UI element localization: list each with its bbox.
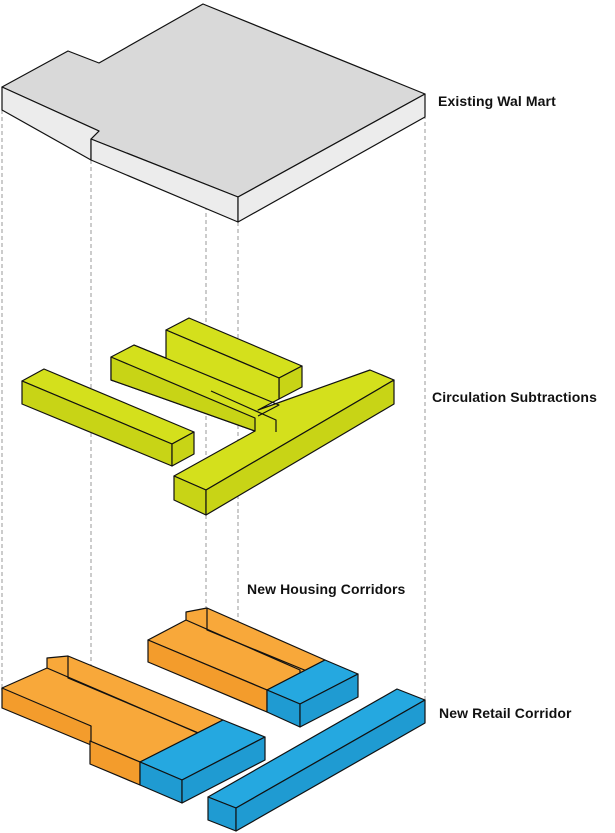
- housing-retail-blocks: [1, 607, 426, 832]
- label-circulation-subtractions: Circulation Subtractions: [432, 389, 597, 405]
- circ-t-block-left: [110, 356, 256, 432]
- housing-front-divider-2: [67, 656, 221, 743]
- retail-corridor-right: [235, 699, 426, 832]
- retail-back-right: [299, 673, 359, 728]
- circ-t-edge: [133, 344, 280, 417]
- walmart-slab: [1, 3, 426, 223]
- circ-t-edge-2: [210, 390, 277, 432]
- walmart-top: [1, 3, 426, 198]
- circ-left-bar-end: [171, 431, 195, 467]
- label-new-retail-corridor: New Retail Corridor: [439, 705, 572, 721]
- retail-front-right: [181, 736, 266, 804]
- walmart-side-right: [237, 93, 426, 223]
- label-existing-walmart: Existing Wal Mart: [438, 93, 556, 109]
- label-new-housing-corridors: New Housing Corridors: [247, 581, 406, 597]
- circ-t-block-right: [205, 379, 395, 516]
- housing-back-divider-2: [206, 608, 320, 677]
- circulation-blocks: [21, 317, 395, 516]
